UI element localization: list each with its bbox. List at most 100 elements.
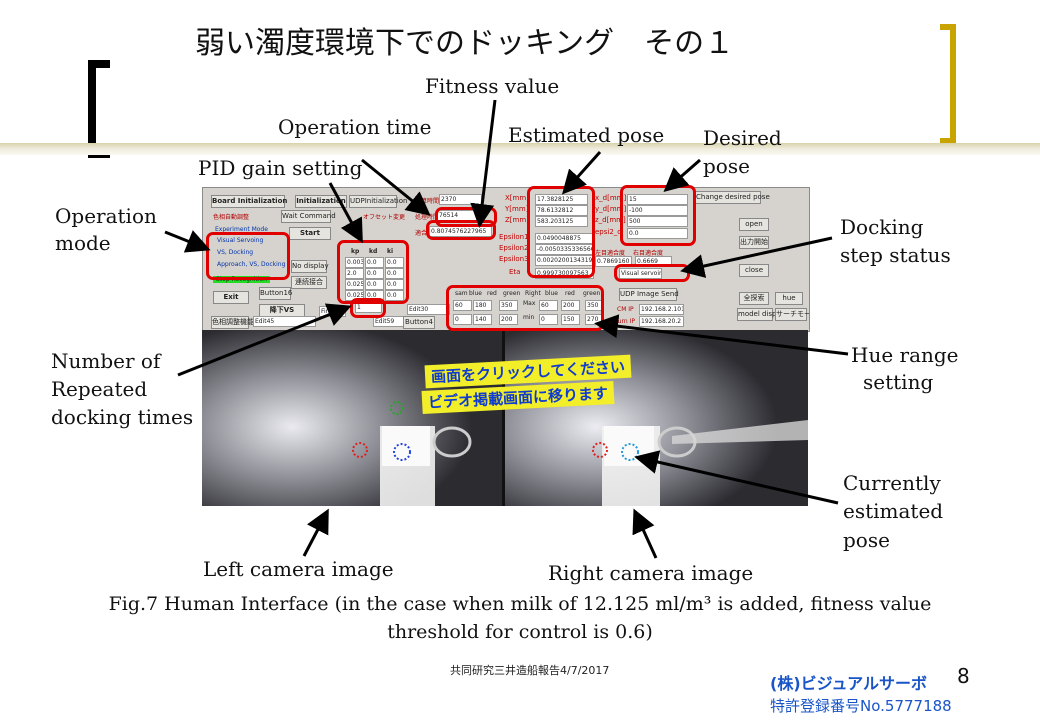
hue-min-field[interactable]: 150 (561, 314, 580, 325)
gain-field[interactable]: 2.0 (345, 268, 364, 279)
kd-header: kd (369, 248, 378, 255)
callout-docking-step-1: Docking (840, 215, 924, 239)
gain-field[interactable]: 0.0 (365, 257, 384, 268)
callout-estimated-pose: Estimated pose (508, 123, 665, 147)
hue-button[interactable]: hue (775, 292, 803, 305)
continuous-button[interactable]: 連続接合 (291, 276, 327, 289)
yd-label: y_d[mm] (595, 205, 627, 213)
no-display-button[interactable]: No display (291, 260, 329, 273)
epsi2-input[interactable]: 0.0 (627, 228, 688, 239)
callout-current-2: estimated (843, 499, 944, 523)
arrow-operation-mode (164, 230, 211, 253)
auto-color-checkbox[interactable]: 色相自動調整 (213, 214, 250, 221)
x-label: X[mm] (505, 194, 529, 202)
callout-hue-2: setting (863, 370, 934, 394)
right-arm (672, 420, 808, 444)
ki-header: ki (387, 248, 394, 255)
hue-min-field[interactable]: 0 (453, 314, 472, 325)
gain-field[interactable]: 0.0 (365, 268, 384, 279)
callout-right-camera: Right camera image (548, 561, 754, 585)
kp-header: kp (351, 248, 360, 255)
slide-title: 弱い濁度環境下でのドッキング その１ (195, 26, 735, 61)
gain-field[interactable]: 0.0 (385, 290, 404, 301)
hue-min-field[interactable]: 140 (473, 314, 492, 325)
highlight-pid-gain (337, 240, 409, 304)
gain-field[interactable]: 0.0 (385, 279, 404, 290)
callout-repeated-3: docking times (51, 405, 194, 429)
highlight-estimated-pose (527, 186, 595, 278)
yd-input[interactable]: -100 (627, 205, 688, 216)
callout-operation-mode-1: Operation (55, 204, 157, 228)
gain-field[interactable]: 0.003 (345, 257, 364, 268)
camera-divider (502, 330, 505, 506)
search-mode-button[interactable]: サーチモード (775, 308, 809, 321)
arrow-docking-step (680, 236, 833, 278)
callout-repeated-2: Repeated (51, 377, 148, 401)
highlight-desired-pose (620, 185, 696, 246)
hue-min-field[interactable]: 0 (539, 314, 558, 325)
software-panel: Board Initialization Initialization UDPI… (202, 187, 810, 332)
mode-approach-radio[interactable]: Approach, VS, Docking (217, 261, 286, 268)
camera-view[interactable]: 画面をクリックしてください ビデオ掲載画面に移ります (202, 330, 808, 506)
edit30-field[interactable]: Edit30 (407, 304, 450, 315)
model-display-button[interactable]: model display (737, 308, 787, 321)
hue-min-field[interactable]: 200 (499, 314, 518, 325)
hue-max-field[interactable]: 200 (561, 300, 580, 311)
gain-field[interactable]: 0.0 (385, 268, 404, 279)
highlight-operation-time (435, 207, 497, 227)
hue-max-field[interactable]: 60 (453, 300, 472, 311)
cm-ip-label: CM IP (617, 306, 634, 313)
left-camera-image (202, 330, 502, 506)
udp-initialization-button[interactable]: UDPInitialization (349, 195, 407, 208)
callout-operation-mode-2: mode (55, 231, 111, 255)
hue-max-label: Max (523, 300, 536, 307)
color-data-button[interactable]: 色相調整機能 (211, 316, 254, 329)
caption-line-1: Fig.7 Human Interface (in the case when … (108, 593, 932, 615)
zd-input[interactable]: 500 (627, 216, 688, 227)
arrow-estimated-pose (561, 150, 602, 195)
initialization-button[interactable]: Initialization (295, 195, 347, 208)
exit-button[interactable]: Exit (213, 291, 249, 304)
epsilon2-label: Epsilon2 (499, 244, 529, 252)
button16[interactable]: Button16 (259, 287, 292, 300)
epsi2-label: epsi2_d (595, 228, 622, 236)
gain-field[interactable]: 0.0 (365, 279, 384, 290)
output-start-button[interactable]: 出力開始 (739, 236, 769, 249)
gain-field[interactable]: 0.0 (385, 257, 404, 268)
left-blue-marker (393, 443, 411, 461)
board-initialization-button[interactable]: Board Initialization (211, 195, 287, 208)
arrow-current-pose (634, 450, 839, 505)
close-button[interactable]: close (739, 264, 769, 277)
udp-image-send-button[interactable]: UDP Image Send (619, 288, 679, 301)
hue-header: sam (455, 290, 468, 297)
turn-ip-field[interactable]: 192.168.20.2 (639, 316, 684, 327)
full-search-button[interactable]: 全探索 (739, 292, 769, 305)
fitness-label: 適合度 (415, 230, 434, 237)
arrow-right-camera (632, 508, 658, 559)
cm-ip-field[interactable]: 192.168.2.101 (639, 304, 684, 315)
gain-field[interactable]: 0.025 (345, 279, 364, 290)
z-label: Z[mm] (505, 216, 529, 224)
mode-vs-docking-radio[interactable]: VS, Docking (217, 249, 254, 256)
fitness-right-label: 右目適合度 (633, 250, 664, 257)
mode-vs-radio[interactable]: Visual Servoing (217, 237, 264, 244)
docking-status-field: Visual servoing (619, 268, 662, 279)
y-label: Y[mm] (505, 205, 529, 213)
button4[interactable]: Button4 (403, 316, 435, 329)
arrow-pid-gain (328, 182, 363, 244)
hue-max-field[interactable]: 60 (539, 300, 558, 311)
start-button[interactable]: Start (289, 227, 331, 240)
open-button[interactable]: open (739, 218, 769, 231)
wait-command-button[interactable]: Wait Command (281, 210, 336, 223)
left-ring (432, 426, 472, 458)
hue-header: red (487, 290, 497, 297)
highlight-operation-mode (206, 232, 290, 280)
hue-max-field[interactable]: 180 (473, 300, 492, 311)
offset-change-checkbox[interactable]: オフセット変更 (363, 214, 406, 221)
highlight-hue-range (446, 285, 604, 331)
xd-input[interactable]: 15 (627, 194, 688, 205)
hue-max-field[interactable]: 350 (499, 300, 518, 311)
eta-label: Eta (509, 268, 521, 276)
callout-desired-pose-1: Desired (703, 126, 782, 150)
